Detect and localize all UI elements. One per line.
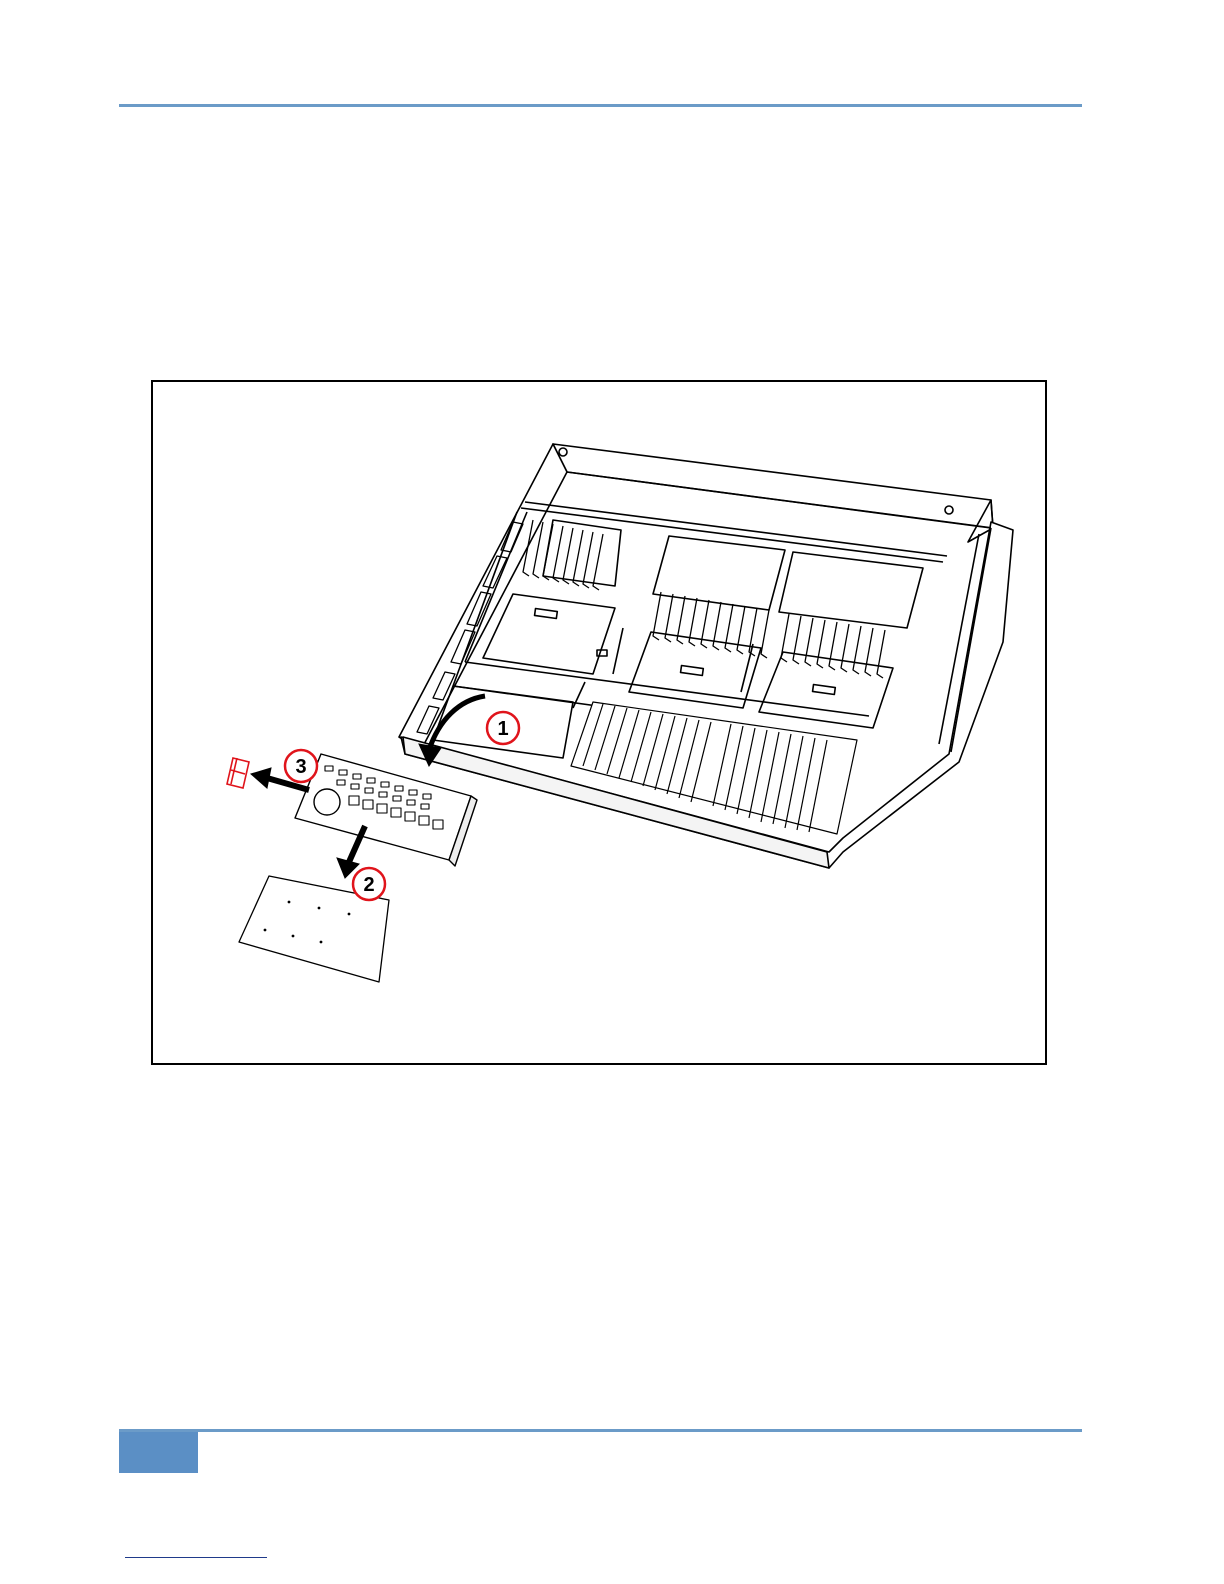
- figure-frame: 1 2 3: [151, 380, 1047, 1065]
- svg-text:1: 1: [497, 718, 508, 740]
- card-slots: [523, 520, 885, 678]
- highlighted-component: [227, 758, 249, 788]
- svg-text:2: 2: [363, 874, 374, 896]
- front-card-rack: [571, 702, 857, 834]
- console-disassembly-diagram: 1 2 3: [153, 382, 1045, 1063]
- footer-link-underline: [125, 1557, 267, 1558]
- header-rule: [119, 104, 1082, 107]
- callout-1: 1: [487, 712, 519, 744]
- footer-page-tab: [119, 1432, 198, 1473]
- callout-3: 3: [285, 750, 317, 782]
- removed-chassis-plate: [295, 754, 477, 866]
- svg-text:3: 3: [295, 756, 306, 778]
- callout-2: 2: [353, 868, 385, 900]
- console-chassis: [399, 444, 1013, 868]
- footer-rule: [119, 1429, 1082, 1432]
